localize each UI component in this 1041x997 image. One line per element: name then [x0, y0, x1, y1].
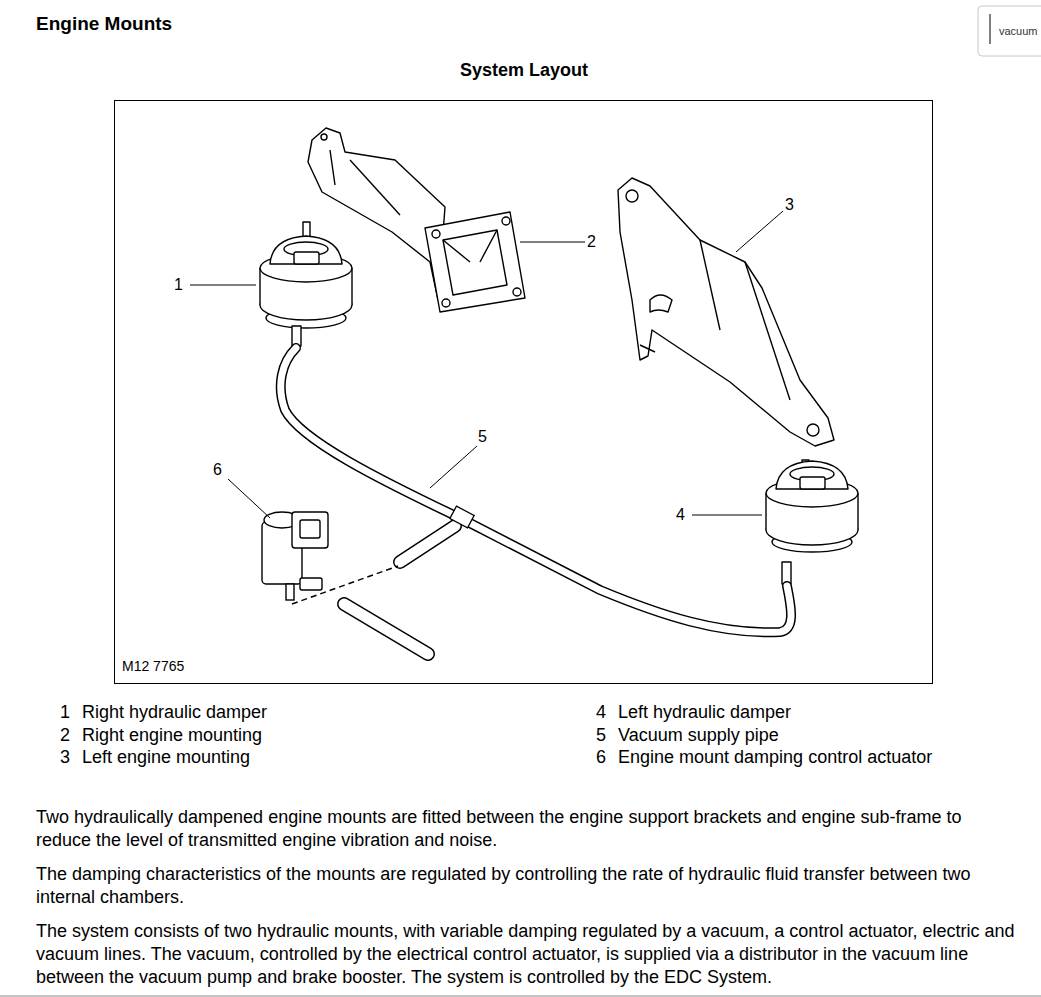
figure-frame [115, 101, 933, 684]
key-number: 4 [596, 701, 606, 724]
body-paragraph: Two hydraulically dampened engine mounts… [36, 806, 1021, 852]
key-number: 1 [60, 701, 70, 724]
search-text: vacuum [999, 24, 1038, 38]
key-number: 3 [60, 746, 70, 769]
callout-number: 4 [676, 505, 685, 525]
key-number: 5 [596, 724, 606, 747]
callout-number: 2 [587, 232, 596, 252]
key-text: Right hydraulic damper [82, 701, 267, 724]
key-text: Engine mount damping control actuator [618, 746, 932, 769]
page-title: Engine Mounts [36, 12, 172, 36]
control-actuator [262, 512, 398, 604]
left-hydraulic-damper [766, 460, 858, 584]
callout-number: 1 [174, 275, 183, 295]
key-text: Left engine mounting [82, 746, 250, 769]
key-text: Vacuum supply pipe [618, 724, 779, 747]
key-text: Right engine mounting [82, 724, 262, 747]
callout-number: 6 [213, 460, 222, 480]
callout-number: 5 [478, 427, 487, 447]
vacuum-supply-pipe [281, 348, 791, 654]
figure-heading: System Layout [460, 59, 588, 82]
left-engine-mounting [618, 178, 834, 446]
key-number: 6 [596, 746, 606, 769]
body-paragraph: The damping characteristics of the mount… [36, 863, 1021, 909]
right-hydraulic-damper [260, 222, 352, 346]
key-number: 2 [60, 724, 70, 747]
text-cursor [989, 14, 991, 44]
search-box [978, 6, 1041, 56]
key-text: Left hydraulic damper [618, 701, 791, 724]
callout-number: 3 [785, 195, 794, 215]
figure-code: M12 7765 [122, 658, 184, 676]
body-paragraph: The system consists of two hydraulic mou… [36, 920, 1021, 989]
page-rule [0, 996, 1041, 997]
leader-lines [190, 211, 783, 518]
